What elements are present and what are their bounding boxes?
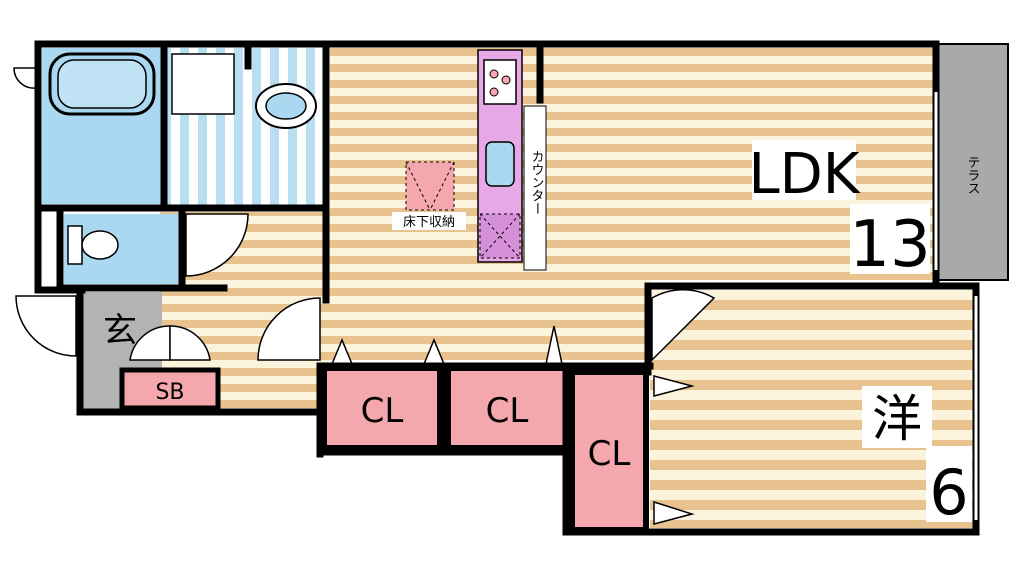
shoe-box [119,367,221,411]
western-size: 6 [929,456,968,529]
ldk-size-bg [850,204,930,274]
underfloor-storage [405,161,455,211]
kitchen-storage-x [479,213,521,259]
kitchen-storage-x [479,213,521,259]
washing-machine-space [171,53,235,115]
kitchen-sink [485,141,515,187]
ldk-size: 13 [849,208,930,282]
closet-1 [321,365,443,451]
closet-door-marker [653,375,695,397]
underfloor-label-bg [392,212,466,230]
burner [489,69,499,79]
ldk-label-bg [752,140,856,200]
underfloor-storage-label: 床下収納 [403,215,455,230]
closet-2-label: CL [486,391,529,431]
underfloor-storage-x [429,161,455,211]
western-label-bg [862,386,932,448]
terrace-area [935,43,1009,281]
underfloor-storage-x [405,161,431,211]
door-swing [15,295,77,357]
closet-3-label: CL [588,434,631,474]
closet-door-marker [653,500,695,525]
closet-1-label: CL [361,391,404,431]
bath-door [13,67,37,89]
entrance-label: 玄 [103,311,137,351]
toilet-bowl [81,230,119,260]
stove [483,59,517,105]
ldk-lower-floor [330,280,650,360]
toilet-tank [67,225,83,265]
door-swing [185,213,249,277]
terrace-label: テラス [965,156,980,195]
counter [523,105,547,271]
sink-bowl [265,92,307,120]
shoe-box-label: SB [155,380,184,405]
burner [489,87,499,97]
counter-label: カウンター [529,150,544,215]
western-label: 洋 [872,390,922,448]
closet-3 [569,369,649,533]
burner [501,75,511,85]
bathtub-inner [57,59,147,109]
door-swing [169,325,211,361]
door-swing [257,297,321,361]
western-size-bg [926,446,972,522]
door-swing [651,288,716,362]
ldk-label: LDK [748,142,860,207]
